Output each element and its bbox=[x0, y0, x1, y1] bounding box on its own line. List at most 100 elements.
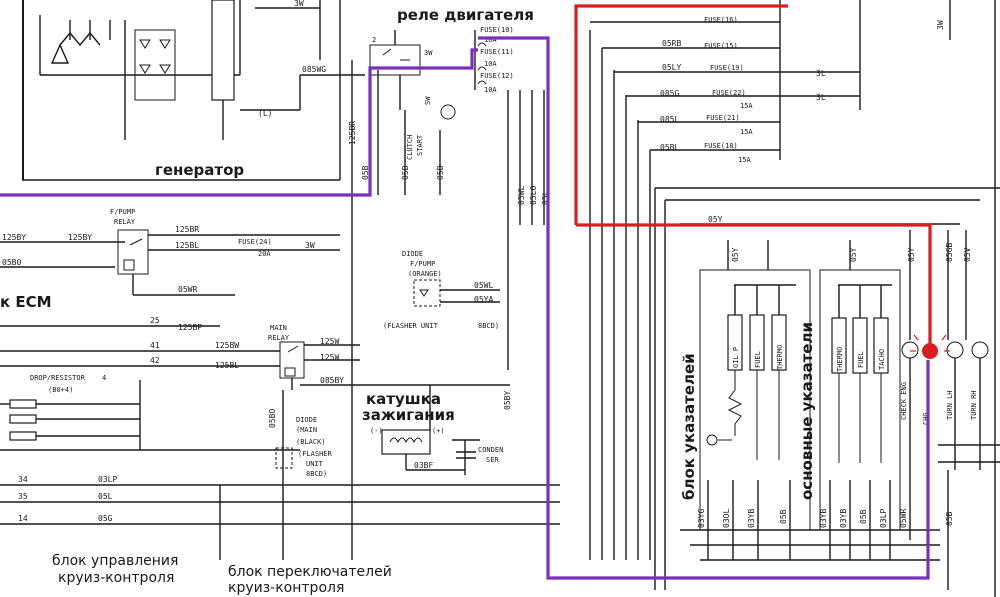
wire-42: 42 bbox=[150, 356, 160, 365]
wire-125by-2: 125BY bbox=[68, 233, 92, 242]
fuse-22-rating: 15A bbox=[740, 102, 753, 110]
main-gauges: 05Y THERMO FUEL TACHO bbox=[819, 240, 901, 531]
wire-35: 35 bbox=[18, 492, 28, 501]
coil-minus: (-) bbox=[370, 427, 383, 435]
fuse-12-rating: 10A bbox=[484, 86, 497, 94]
flasher-unit-code: 8BCD) bbox=[478, 322, 499, 330]
ignition-coil-label-1: катушка bbox=[366, 390, 441, 408]
wire-03lp: 03LP bbox=[98, 475, 117, 484]
indicator-block-label: блок указателей bbox=[680, 353, 698, 500]
gauge-thermo-2: THERMO bbox=[836, 347, 844, 372]
purple-highlight-path bbox=[0, 36, 930, 580]
lamp-turn-rh: TURN RH bbox=[970, 390, 978, 420]
wire-085wg: 085WG bbox=[302, 65, 326, 74]
lamp-check-eng: CHECK ENG bbox=[900, 382, 908, 420]
diode-fpump-3: (ORANGE) bbox=[408, 270, 442, 278]
main-relay: MAIN RELAY bbox=[268, 324, 360, 390]
fuse-16: FUSE(16) bbox=[704, 16, 738, 24]
bottom-03lp: 03LP bbox=[879, 509, 888, 528]
main-relay-label-1: MAIN bbox=[270, 324, 287, 332]
lamp-glow-icon bbox=[910, 330, 950, 352]
bottom-03yb: 03YB bbox=[747, 509, 756, 528]
wire-125br-vertical: 125BR bbox=[348, 121, 357, 145]
clutch-start-label: CLUTCH bbox=[406, 135, 414, 160]
wire-05bo-vertical: 05BO bbox=[268, 409, 277, 428]
warning-lamps: 05Y CHECK ENG 05GB CHG TURN LH TURN RH 0… bbox=[900, 230, 1000, 540]
fuse-24: FUSE(24) bbox=[238, 238, 272, 246]
wire-41: 41 bbox=[150, 341, 160, 350]
wire-05y-3: 05Y bbox=[907, 247, 916, 262]
gauge-fuel-2: FUEL bbox=[857, 351, 865, 368]
fuse-block-right bbox=[589, 0, 861, 560]
fuse-19: FUSE(19) bbox=[710, 64, 744, 72]
bottom-03yb-3: 03YB bbox=[839, 509, 848, 528]
wire-05y-top: 05Y bbox=[708, 215, 723, 224]
wire-125bl: 125BL bbox=[175, 241, 199, 250]
fuse-10-rating: 10A bbox=[484, 36, 497, 44]
lamp-chg: CHG bbox=[922, 412, 930, 425]
main-gauges-label: основные указатели bbox=[798, 322, 816, 500]
chg-lamp-highlight bbox=[922, 343, 938, 359]
engine-relay: 2 3W CLUTCH START SW bbox=[369, 30, 456, 160]
diode-main: 05BO DIODE (MAIN (BLACK) (FLASHER UNIT 8… bbox=[268, 390, 333, 560]
generator: 085WG (L) 3W bbox=[22, 0, 365, 181]
wire-05wl: 05WL bbox=[474, 281, 493, 290]
drop-resistor-label: DROP/RESISTOR bbox=[30, 374, 86, 382]
drop-resistor-label-2: (B0+4) bbox=[48, 386, 73, 394]
condenser-label-2: SER bbox=[486, 456, 499, 464]
bottom-03yb-2: 03YB bbox=[819, 509, 828, 528]
diode-main-1: DIODE bbox=[296, 416, 317, 424]
wire-05bo: 05B0 bbox=[2, 258, 21, 267]
wire-05y-2: 05Y bbox=[849, 247, 858, 262]
diode-fpump-1: DIODE bbox=[402, 250, 423, 258]
bottom-03ol: 03OL bbox=[722, 509, 731, 528]
wire-14: 14 bbox=[18, 514, 28, 523]
relay-pin: 2 bbox=[372, 36, 376, 44]
wire-05rb: 05RB bbox=[662, 39, 681, 48]
clutch-start-label-2: START bbox=[416, 134, 424, 156]
wire-3l-2: 3L bbox=[816, 93, 826, 102]
fuse-11: FUSE(11) bbox=[480, 48, 514, 56]
fpump-relay-label-2: RELAY bbox=[114, 218, 136, 226]
main-relay-label-2: RELAY bbox=[268, 334, 290, 342]
ignition-coil: (-) (+) bbox=[370, 385, 480, 475]
lamp-turn-lh: TURN LH bbox=[946, 390, 954, 420]
wire-05bl: 05BL bbox=[660, 143, 679, 152]
bottom-05wr: 05WR bbox=[899, 509, 908, 528]
wire-05ya: 05YA bbox=[474, 295, 493, 304]
wire-125w-2: 125W bbox=[320, 353, 339, 362]
drop-resistor: DROP/RESISTOR (B0+4) 4 bbox=[0, 374, 300, 451]
fuse-24-rating: 20A bbox=[258, 250, 271, 258]
bottom-05b-1: 05B bbox=[779, 509, 788, 524]
wire-3l-1: 3L bbox=[816, 69, 826, 78]
ignition-coil-label-2: зажигания bbox=[362, 406, 455, 424]
wire-125bl-2: 125BL bbox=[215, 361, 239, 370]
wire-3w-right: 3W bbox=[936, 20, 945, 30]
wire-25: 25 bbox=[150, 316, 160, 325]
wire-05gb: 05GB bbox=[945, 243, 954, 262]
wire-05y-1: 05Y bbox=[731, 247, 740, 262]
wire-125br: 125BR bbox=[175, 225, 199, 234]
flasher-unit-label: (FLASHER UNIT bbox=[383, 322, 439, 330]
gauge-fuel-1: FUEL bbox=[754, 351, 762, 368]
clutch-sw-label: SW bbox=[424, 96, 432, 105]
ecm-label: к ECM bbox=[0, 293, 52, 311]
wire-125w-1: 125W bbox=[320, 337, 339, 346]
wire-l: (L) bbox=[258, 109, 272, 118]
diode-main-3: (BLACK) bbox=[296, 438, 326, 446]
fuse-18-rating: 15A bbox=[738, 156, 751, 164]
wire-05ly: 05LY bbox=[662, 63, 681, 72]
fuse-11-rating: 10A bbox=[484, 60, 497, 68]
wire-05by: 05BY bbox=[503, 391, 512, 410]
condenser-label-1: CONDEN bbox=[478, 446, 503, 454]
bottom-03yg: 03YG bbox=[697, 509, 706, 528]
gauge-oil-p: OIL P bbox=[732, 347, 740, 368]
wire-085by: 085BY bbox=[320, 376, 344, 385]
cruise-control-unit-label-2: круиз-контроля bbox=[58, 570, 174, 586]
wire-34: 34 bbox=[18, 475, 28, 484]
fuse-10: FUSE(10) bbox=[480, 26, 514, 34]
red-highlight-path bbox=[574, 4, 932, 345]
wire-3w-top: 3W bbox=[294, 0, 304, 8]
diode-fpump: DIODE F/PUMP (ORANGE) (FLASHER UNIT 8BCD… bbox=[383, 250, 500, 330]
bottom-05b-3: 05B bbox=[945, 511, 954, 526]
